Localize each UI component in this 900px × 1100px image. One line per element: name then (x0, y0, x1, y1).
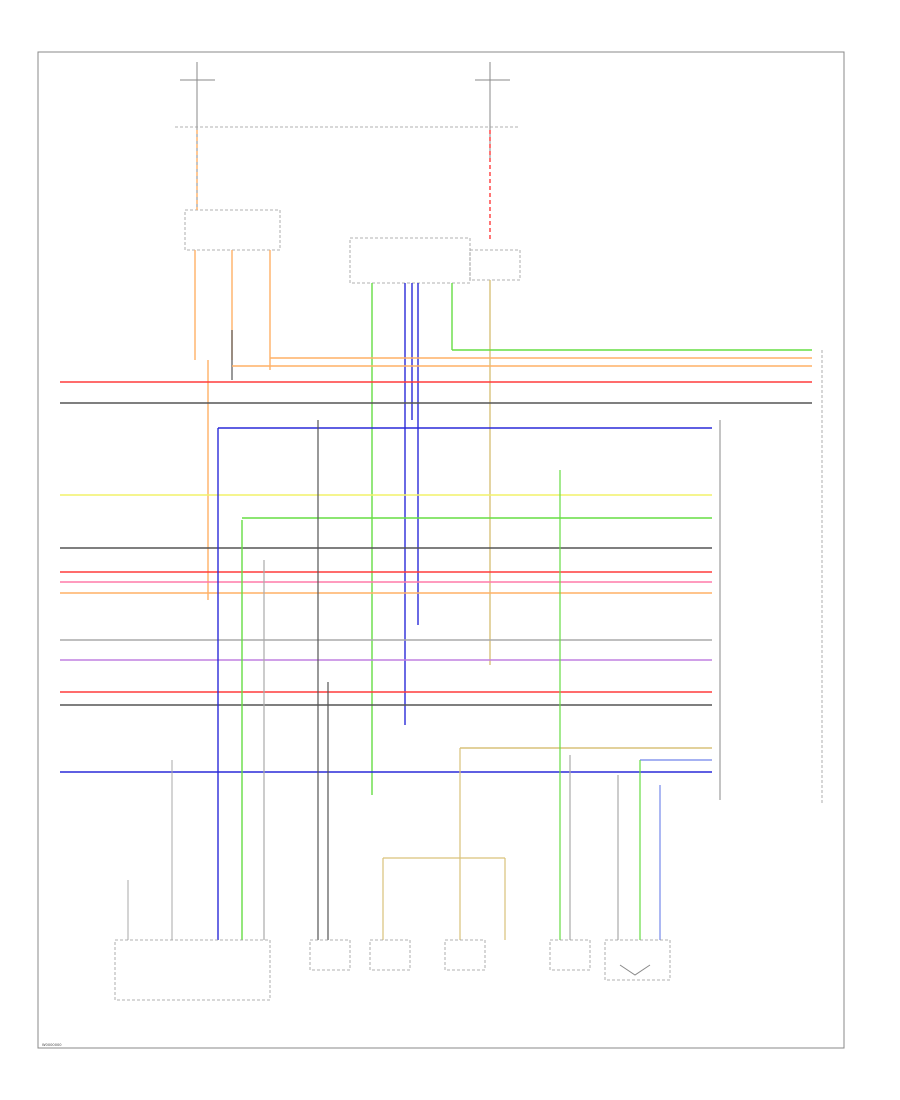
footer-code: W0000000 (42, 1043, 62, 1047)
diagram-frame (37, 51, 845, 1049)
top-risers (194, 130, 491, 795)
top-fuse-section (175, 62, 521, 284)
bottom-drops (127, 420, 661, 940)
bottom-components (114, 939, 671, 1001)
harness-lines (60, 349, 812, 773)
pcm-connector (719, 350, 823, 805)
